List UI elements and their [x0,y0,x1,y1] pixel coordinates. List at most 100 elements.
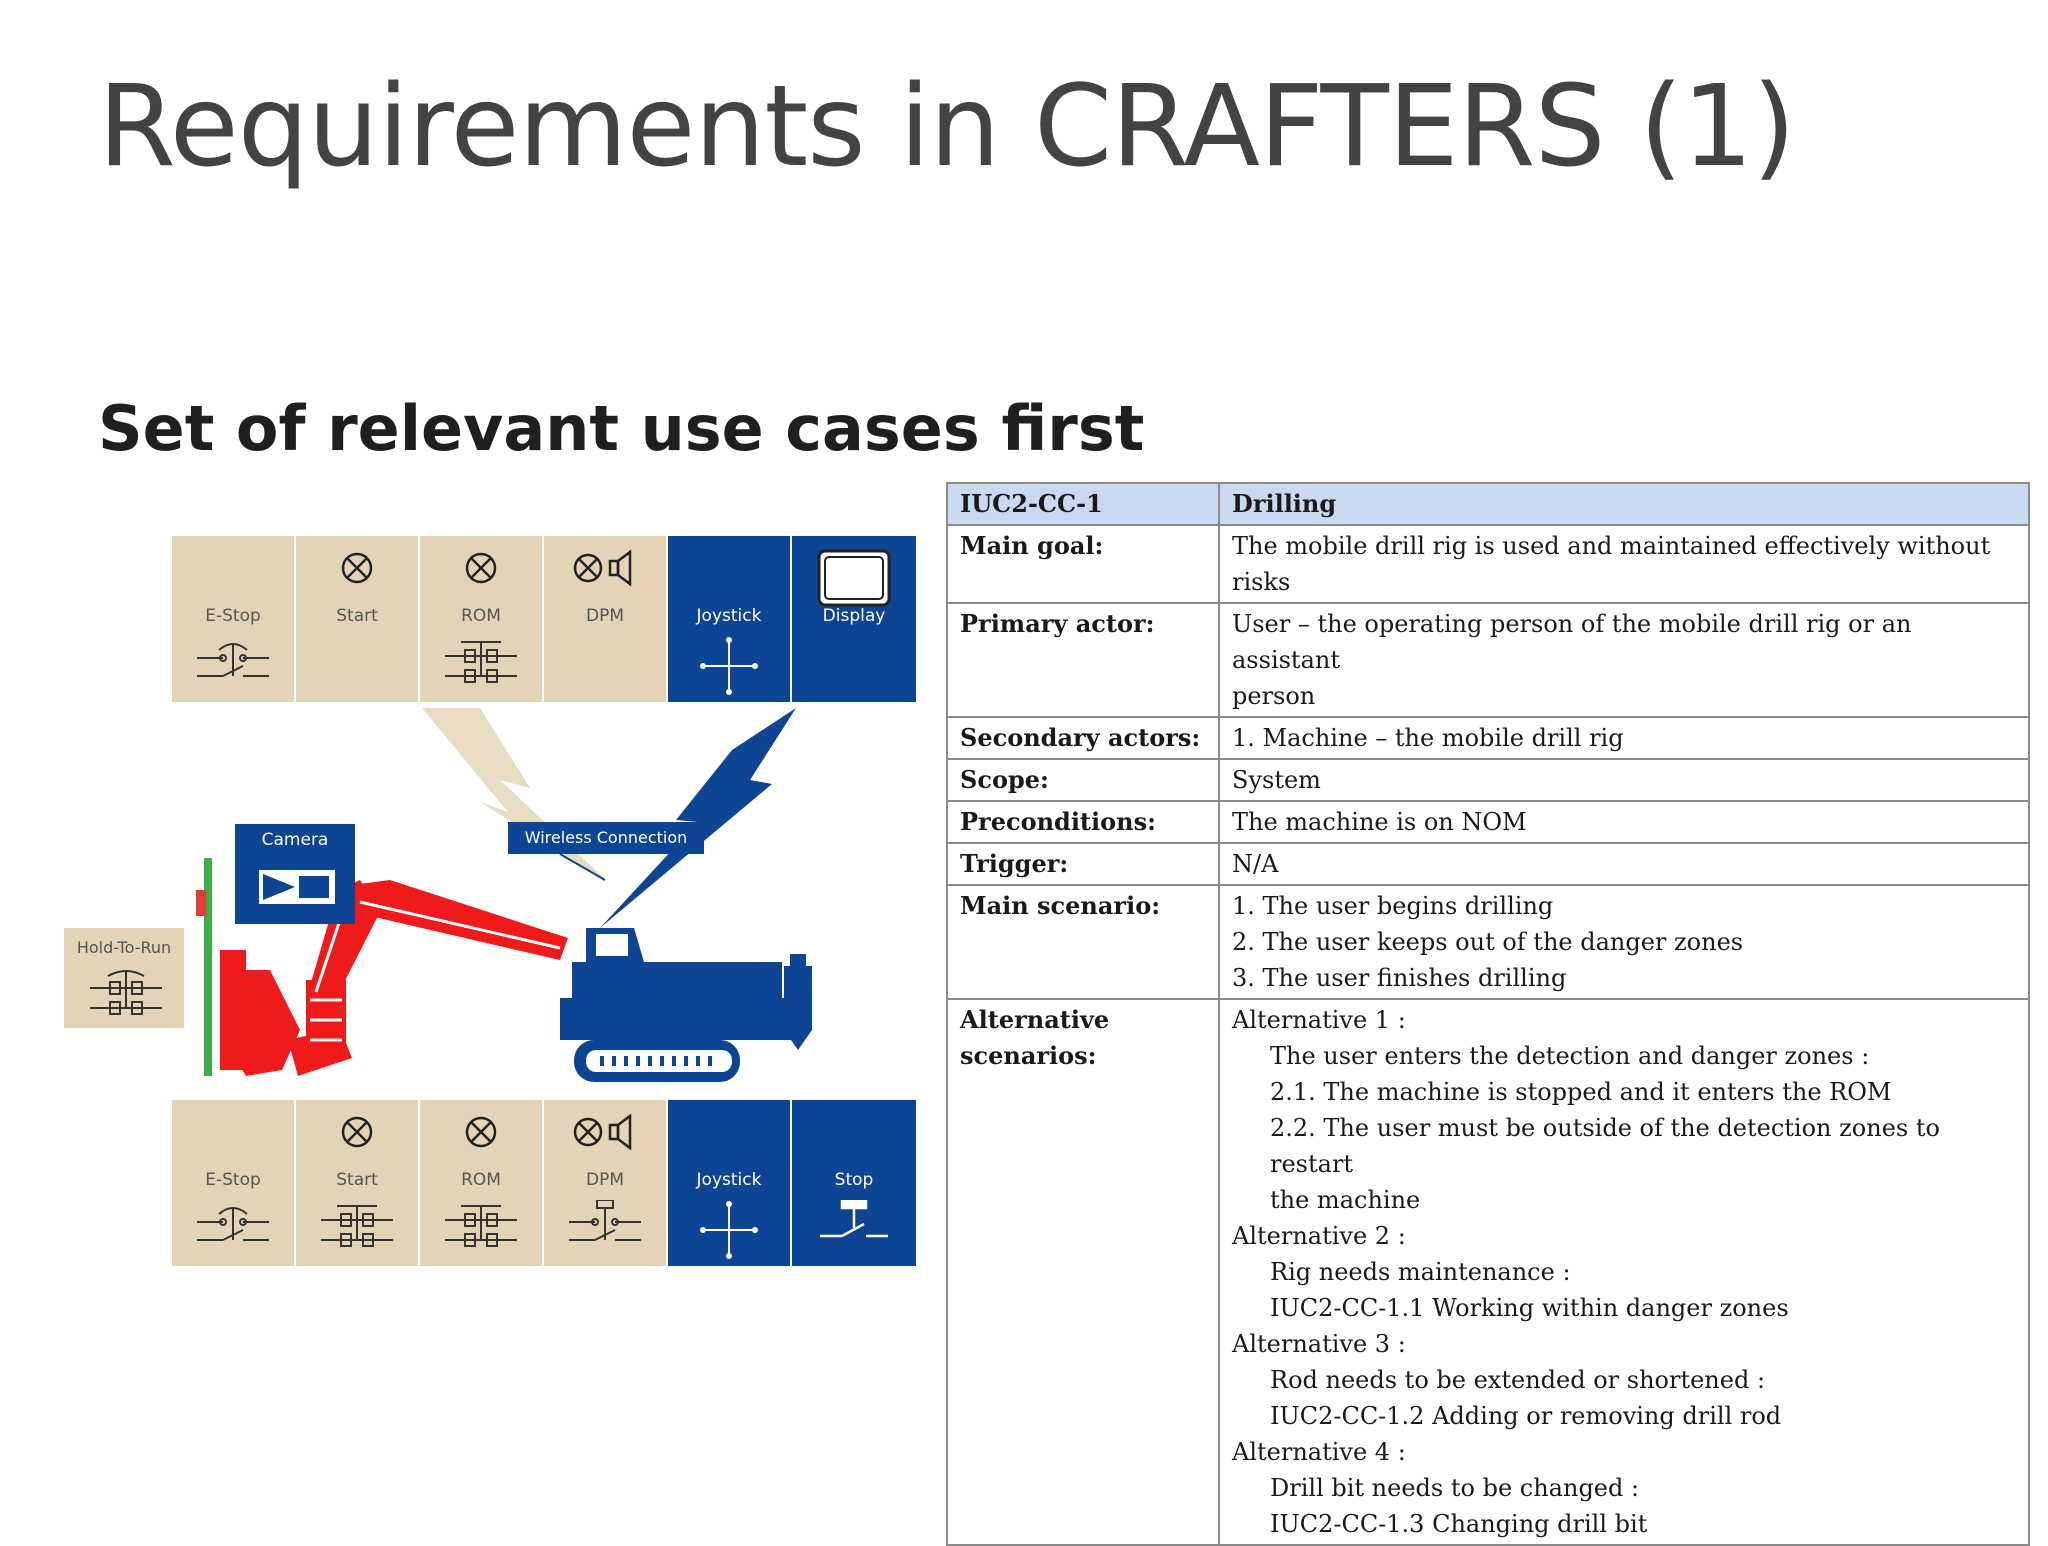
wireless-connection-label: Wireless Connection [508,822,704,854]
switch-icon [172,636,294,690]
table-row: Scope: System [946,758,2030,802]
top-panel-label: Display [822,606,886,626]
top-panel-label: E-Stop [205,606,261,626]
camera-label: Camera [261,830,329,850]
top-panel-estop: E-Stop [172,536,296,702]
table-row: Primary actor:User – the operating perso… [946,602,2030,718]
slide-subtitle: Set of relevant use cases first [98,392,1145,465]
alternative-line: Rod needs to be extended or shortened : [1270,1366,1766,1394]
bottom-panel-label: ROM [461,1170,501,1190]
table-row: Main scenario:1. The user begins drillin… [946,884,2030,1000]
lamp-icon [296,1112,418,1156]
alternative-line: the machine [1270,1186,1421,1214]
row-value-line: 1. Machine – the mobile drill rig [1232,724,1624,752]
alternative-line: Alternative 2 : [1232,1222,1406,1250]
row-value-line: User – the operating person of the mobil… [1232,610,1912,674]
row-value-line: N/A [1232,850,1279,878]
top-panel-label: Start [336,606,378,626]
row-key: Secondary actors: [946,716,1220,760]
hold-to-run-label: Hold-To-Run [76,938,172,957]
slide-title: Requirements in CRAFTERS (1) [98,62,1796,192]
bottom-panel-start: Start [296,1100,420,1266]
use-case-id: IUC2-CC-1 [946,482,1220,526]
row-value-line: 2. The user keeps out of the danger zone… [1232,928,1744,956]
row-value: N/A [1218,842,2030,886]
lamp-icon [296,548,418,592]
row-key: Preconditions: [946,800,1220,844]
display-icon [792,548,916,612]
use-case-header-row: IUC2-CC-1 Drilling [946,482,2030,526]
bottom-control-panel: E-Stop Start ROM [172,1100,916,1266]
camera-icon [259,870,335,908]
row-key-line: Alternative [960,1005,1110,1034]
bottom-panel-label: DPM [585,1170,624,1190]
use-case-name: Drilling [1218,482,2030,526]
hold-to-run-box: Hold-To-Run [64,928,184,1028]
alternative-scenarios-row: Alternative scenarios: Alternative 1 :The … [946,998,2030,1546]
row-key: Primary actor: [946,602,1220,718]
bottom-panel-rom: ROM [420,1100,544,1266]
row-value-line: 1. The user begins drilling [1232,892,1554,920]
lamp-icon [420,548,542,592]
green-pole [204,858,212,1076]
table-row: Trigger: N/A [946,842,2030,886]
row-value: 1. Machine – the mobile drill rig [1218,716,2030,760]
bottom-panel-label: Joystick [696,1170,762,1190]
top-panel-rom: ROM [420,536,544,702]
top-panel-start: Start [296,536,420,702]
bottom-panel-label: Stop [834,1170,874,1190]
switch-icon [172,1200,294,1254]
row-value-line: person [1232,682,1316,710]
table-row: Preconditions: The machine is on NOM [946,800,2030,844]
alternative-line: Alternative 3 : [1232,1330,1406,1358]
row-value: User – the operating person of the mobil… [1218,602,2030,718]
bottom-panel-stop: Stop [792,1100,916,1266]
row-key: Trigger: [946,842,1220,886]
alternative-line: IUC2-CC-1.3 Changing drill bit [1270,1510,1648,1538]
table-row: Main goal: The mobile drill rig is used a… [946,524,2030,604]
pushbutton-switch-icon [296,1200,418,1254]
row-value: The machine is on NOM [1218,800,2030,844]
top-panel-label: Joystick [696,606,762,626]
bottom-panel-label: Start [336,1170,378,1190]
row-value: The mobile drill rig is used and maintai… [1218,524,2030,604]
pushbutton-switch-icon [420,1200,542,1254]
drill-rig-diagram: E-Stop Start ROM DPM [60,530,930,1280]
joystick-icon [668,1200,790,1264]
alternative-line: The user enters the detection and danger… [1270,1042,1870,1070]
alternative-line: Alternative 4 : [1232,1438,1406,1466]
lightning-bolt-right [600,708,796,928]
row-value: System [1218,758,2030,802]
lamp-speaker-icon [544,548,666,592]
alternative-line: 2.1. The machine is stopped and it enter… [1270,1078,1892,1106]
alternative-line: Drill bit needs to be changed : [1270,1474,1640,1502]
row-key-line: scenarios: [960,1041,1097,1070]
row-value: Alternative 1 :The user enters the detec… [1218,998,2030,1546]
bottom-panel-label: E-Stop [205,1170,261,1190]
lamp-speaker-icon [544,1112,666,1156]
row-value-line: The machine is on NOM [1232,808,1527,836]
stop-switch-icon [792,1200,916,1254]
row-key: Scope: [946,758,1220,802]
machine-illustration [196,708,812,1082]
alternative-line: IUC2-CC-1.1 Working within danger zones [1270,1294,1789,1322]
row-key: Main scenario: [946,884,1220,1000]
row-value-line: System [1232,766,1321,794]
camera-box: Camera [235,824,355,924]
pushbutton-switch-icon [420,636,542,690]
row-value: 1. The user begins drilling 2. The user k… [1218,884,2030,1000]
row-key: Alternative scenarios: [946,998,1220,1546]
alternative-line: 2.2. The user must be outside of the det… [1270,1114,1940,1178]
row-value-line: 3. The user finishes drilling [1232,964,1567,992]
bottom-panel-dpm: DPM [544,1100,668,1266]
top-panel-display: Display [792,536,916,702]
row-key: Main goal: [946,524,1220,604]
alternative-line: IUC2-CC-1.2 Adding or removing drill rod [1270,1402,1782,1430]
pushbutton-switch-icon [86,966,166,1022]
use-case-table: IUC2-CC-1 Drilling Main goal: The mobile … [946,482,2030,1546]
row-value-line: The mobile drill rig is used and maintai… [1232,532,1991,560]
top-panel-label: DPM [585,606,624,626]
bottom-panel-joystick: Joystick [668,1100,792,1266]
bottom-panel-estop: E-Stop [172,1100,296,1266]
top-panel-joystick: Joystick [668,536,792,702]
